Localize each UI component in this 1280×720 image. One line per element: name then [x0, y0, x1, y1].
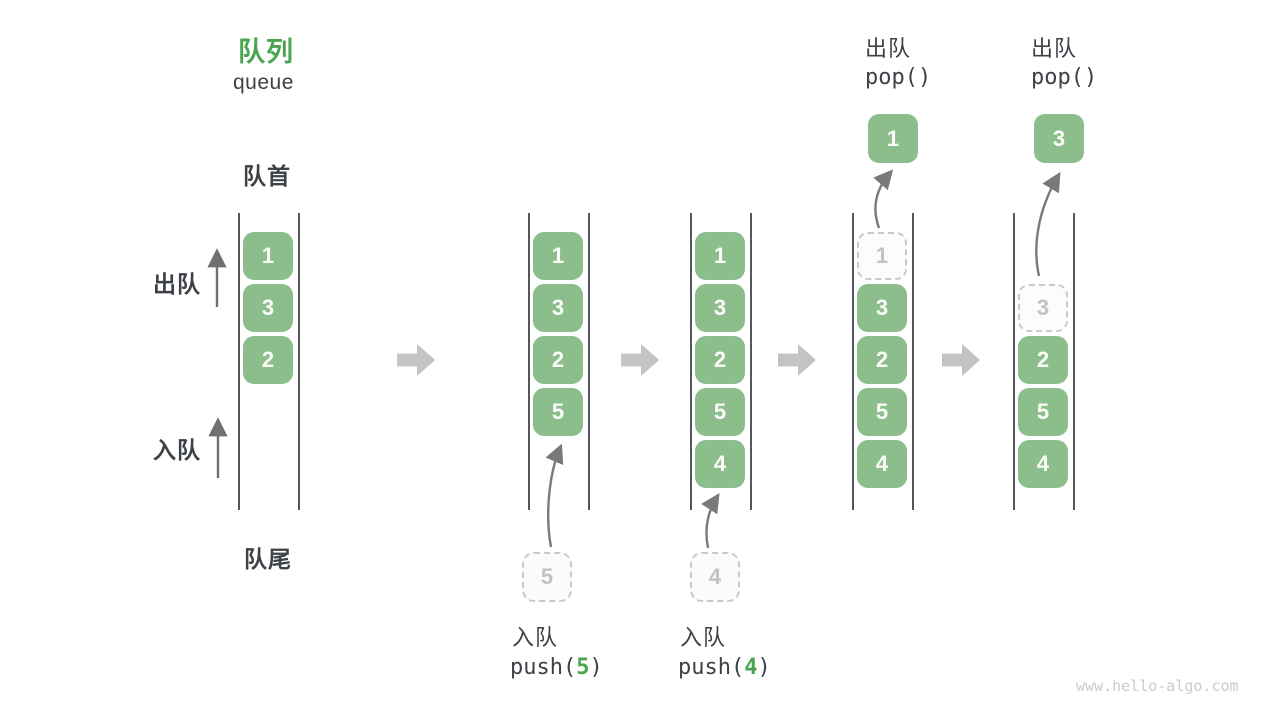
- queue-cell: 2: [857, 336, 907, 384]
- queue-rear-label: 队尾: [244, 546, 292, 572]
- enqueue-op-code: push(4): [678, 655, 771, 680]
- queue-1-wall-left: [238, 213, 240, 510]
- incoming-cell: 4: [690, 552, 740, 602]
- queue-2-wall-left: [528, 213, 530, 510]
- queue-cell: 2: [243, 336, 293, 384]
- dequeue-op-code: pop(): [865, 65, 932, 90]
- queue-4-wall-right: [912, 213, 914, 510]
- queue-3-wall-left: [690, 213, 692, 510]
- queue-2-wall-right: [588, 213, 590, 510]
- enqueue-op-label: 入队: [680, 625, 727, 650]
- popped-cell: 3: [1034, 114, 1084, 163]
- queue-cell: 3: [533, 284, 583, 332]
- dequeue-op-code: pop(): [1031, 65, 1098, 90]
- queue-cell: 1: [533, 232, 583, 280]
- enqueue-code-fn: push(: [678, 655, 745, 680]
- queue-cell: 4: [1018, 440, 1068, 488]
- queue-cell: 5: [695, 388, 745, 436]
- queue-cell: 1: [243, 232, 293, 280]
- queue-cell: 3: [857, 284, 907, 332]
- queue-4-wall-left: [852, 213, 854, 510]
- queue-cell: 3: [243, 284, 293, 332]
- enqueue-side-label: 入队: [153, 437, 201, 463]
- dequeue-op-label: 出队: [1031, 36, 1078, 61]
- queue-cell: 5: [533, 388, 583, 436]
- enqueue-code-arg: 4: [744, 655, 758, 680]
- queue-front-label: 队首: [243, 163, 291, 189]
- state-transition-arrow: [778, 344, 816, 376]
- queue-cell: 4: [695, 440, 745, 488]
- state-transition-arrow: [397, 344, 435, 376]
- queue-cell: 5: [1018, 388, 1068, 436]
- enqueue-code-fn: push(: [510, 655, 577, 680]
- queue-cell-removed: 3: [1018, 284, 1068, 332]
- pop-3-arrow: [1035, 171, 1061, 277]
- queue-cell: 2: [1018, 336, 1068, 384]
- queue-cell: 1: [695, 232, 745, 280]
- queue-cell-removed: 1: [857, 232, 907, 280]
- state-transition-arrow: [942, 344, 980, 376]
- queue-cell: 3: [695, 284, 745, 332]
- queue-cell: 2: [695, 336, 745, 384]
- state-transition-arrow: [621, 344, 659, 376]
- incoming-cell: 5: [522, 552, 572, 602]
- queue-cell: 4: [857, 440, 907, 488]
- pop-1-arrow: [873, 169, 894, 229]
- enqueue-code-arg: 5: [576, 655, 590, 680]
- diagram-title-zh: 队列: [238, 37, 294, 67]
- push-4-arrow: [701, 492, 720, 549]
- queue-5-wall-left: [1013, 213, 1015, 510]
- queue-cell: 5: [857, 388, 907, 436]
- enqueue-code-paren: ): [757, 655, 771, 680]
- enqueue-op-code: push(5): [510, 655, 603, 680]
- push-5-arrow: [545, 443, 564, 548]
- popped-cell: 1: [868, 114, 918, 163]
- watermark: www.hello-algo.com: [1076, 677, 1239, 695]
- dequeue-side-label: 出队: [153, 271, 201, 297]
- queue-cell: 2: [533, 336, 583, 384]
- enqueue-code-paren: ): [589, 655, 603, 680]
- queue-3-wall-right: [750, 213, 752, 510]
- queue-5-wall-right: [1073, 213, 1075, 510]
- diagram-title-en: queue: [233, 71, 294, 94]
- dequeue-op-label: 出队: [865, 36, 912, 61]
- queue-1-wall-right: [298, 213, 300, 510]
- enqueue-op-label: 入队: [512, 625, 559, 650]
